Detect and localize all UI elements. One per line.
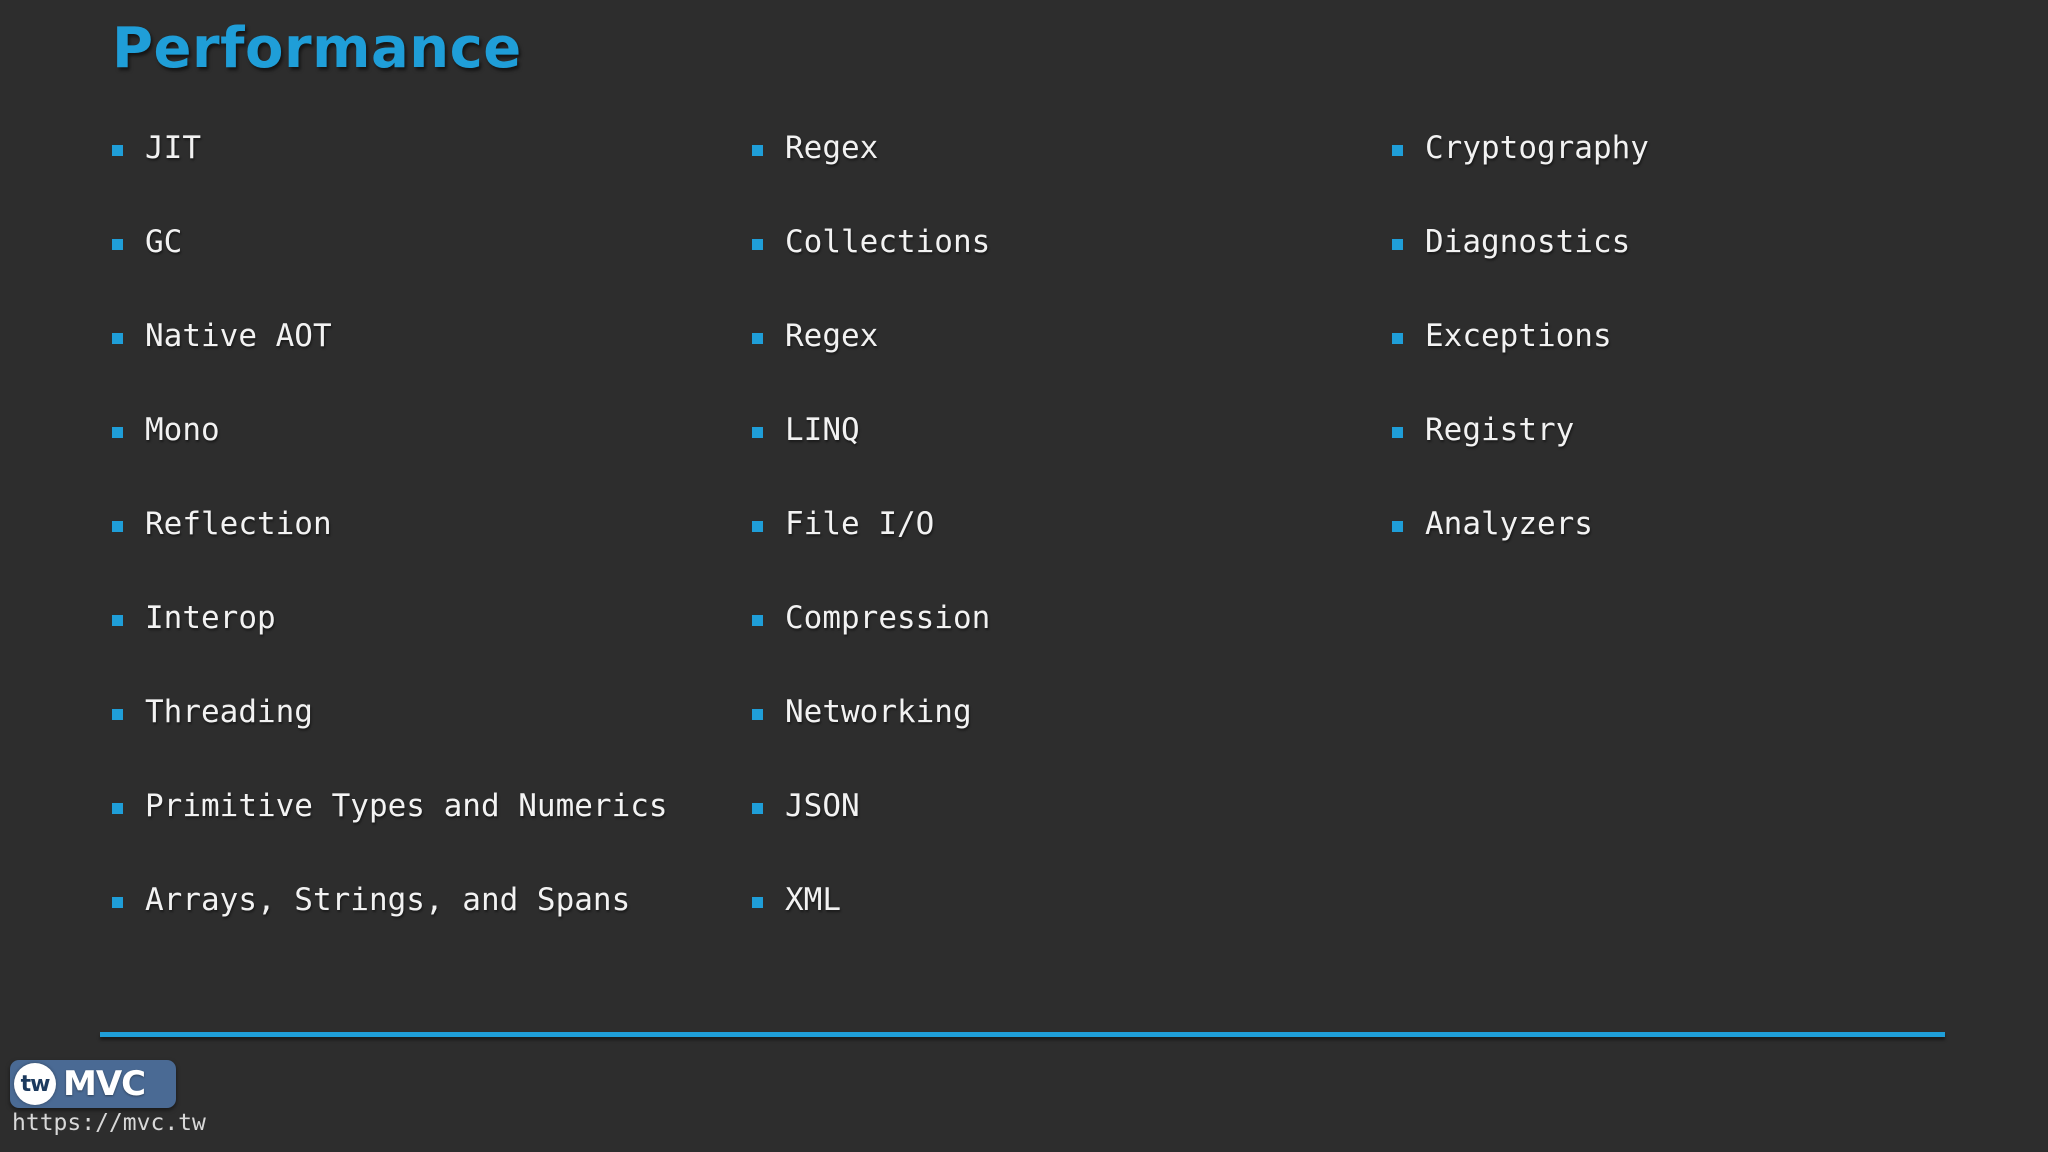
bullet-item: Regex [752,128,1392,222]
bullet-item-label: Arrays, Strings, and Spans [145,882,631,918]
square-bullet-icon [112,709,123,720]
bullet-item: Native AOT [112,316,752,410]
bullet-item-label: Regex [785,130,879,166]
square-bullet-icon [752,803,763,814]
bullet-item-label: Interop [145,600,276,636]
bullet-item: Regex [752,316,1392,410]
bullet-item-label: Analyzers [1425,506,1593,542]
square-bullet-icon [112,803,123,814]
square-bullet-icon [1392,333,1403,344]
bullet-item-label: XML [785,882,841,918]
square-bullet-icon [752,615,763,626]
bullet-item: Cryptography [1392,128,2012,222]
bullet-item-label: Mono [145,412,220,448]
bullet-item: Reflection [112,504,752,598]
square-bullet-icon [1392,521,1403,532]
bullet-item: Threading [112,692,752,786]
bullet-item-label: Regex [785,318,879,354]
bullet-item-label: Collections [785,224,991,260]
bullet-item: Registry [1392,410,2012,504]
square-bullet-icon [752,239,763,250]
bullet-item: Collections [752,222,1392,316]
bullet-item: JIT [112,128,752,222]
bullet-item-label: LINQ [785,412,860,448]
bullet-item: Diagnostics [1392,222,2012,316]
bullet-item-label: Threading [145,694,313,730]
bullet-item-label: File I/O [785,506,935,542]
square-bullet-icon [112,145,123,156]
square-bullet-icon [752,521,763,532]
bullet-item: Interop [112,598,752,692]
bullet-item-label: JIT [145,130,201,166]
bullet-item: File I/O [752,504,1392,598]
square-bullet-icon [752,145,763,156]
tw-badge-label: tw [20,1071,51,1097]
bullet-item-label: Diagnostics [1425,224,1631,260]
square-bullet-icon [112,333,123,344]
bullet-item: Analyzers [1392,504,2012,598]
bullet-item: Arrays, Strings, and Spans [112,880,752,974]
square-bullet-icon [112,239,123,250]
square-bullet-icon [112,427,123,438]
tw-badge-icon: tw [14,1063,56,1105]
bullet-item-label: Compression [785,600,991,636]
bullet-item: Exceptions [1392,316,2012,410]
square-bullet-icon [752,709,763,720]
twmvc-logo[interactable]: tw MVC [10,1060,176,1108]
bullet-item-label: Networking [785,694,972,730]
bullet-item: Primitive Types and Numerics [112,786,752,880]
bullet-item: Mono [112,410,752,504]
square-bullet-icon [1392,239,1403,250]
bullet-item-label: Native AOT [145,318,332,354]
square-bullet-icon [1392,145,1403,156]
bullet-item: GC [112,222,752,316]
bullet-item: LINQ [752,410,1392,504]
logo-wordmark: MVC [63,1064,146,1104]
square-bullet-icon [112,897,123,908]
bullet-item-label: GC [145,224,183,260]
square-bullet-icon [112,615,123,626]
bullet-item-label: JSON [785,788,860,824]
square-bullet-icon [752,427,763,438]
square-bullet-icon [1392,427,1403,438]
bullet-item-label: Exceptions [1425,318,1612,354]
square-bullet-icon [752,897,763,908]
square-bullet-icon [752,333,763,344]
bullet-item: Compression [752,598,1392,692]
footer-url[interactable]: https://mvc.tw [12,1110,206,1136]
square-bullet-icon [112,521,123,532]
footer-divider [100,1032,1945,1037]
bullet-item: XML [752,880,1392,974]
bullet-item-label: Registry [1425,412,1575,448]
bullet-item: Networking [752,692,1392,786]
bullet-item-label: Cryptography [1425,130,1649,166]
bullet-item-label: Reflection [145,506,332,542]
bullet-item: JSON [752,786,1392,880]
bullet-item-label: Primitive Types and Numerics [145,788,668,824]
page-title: Performance [112,16,522,81]
